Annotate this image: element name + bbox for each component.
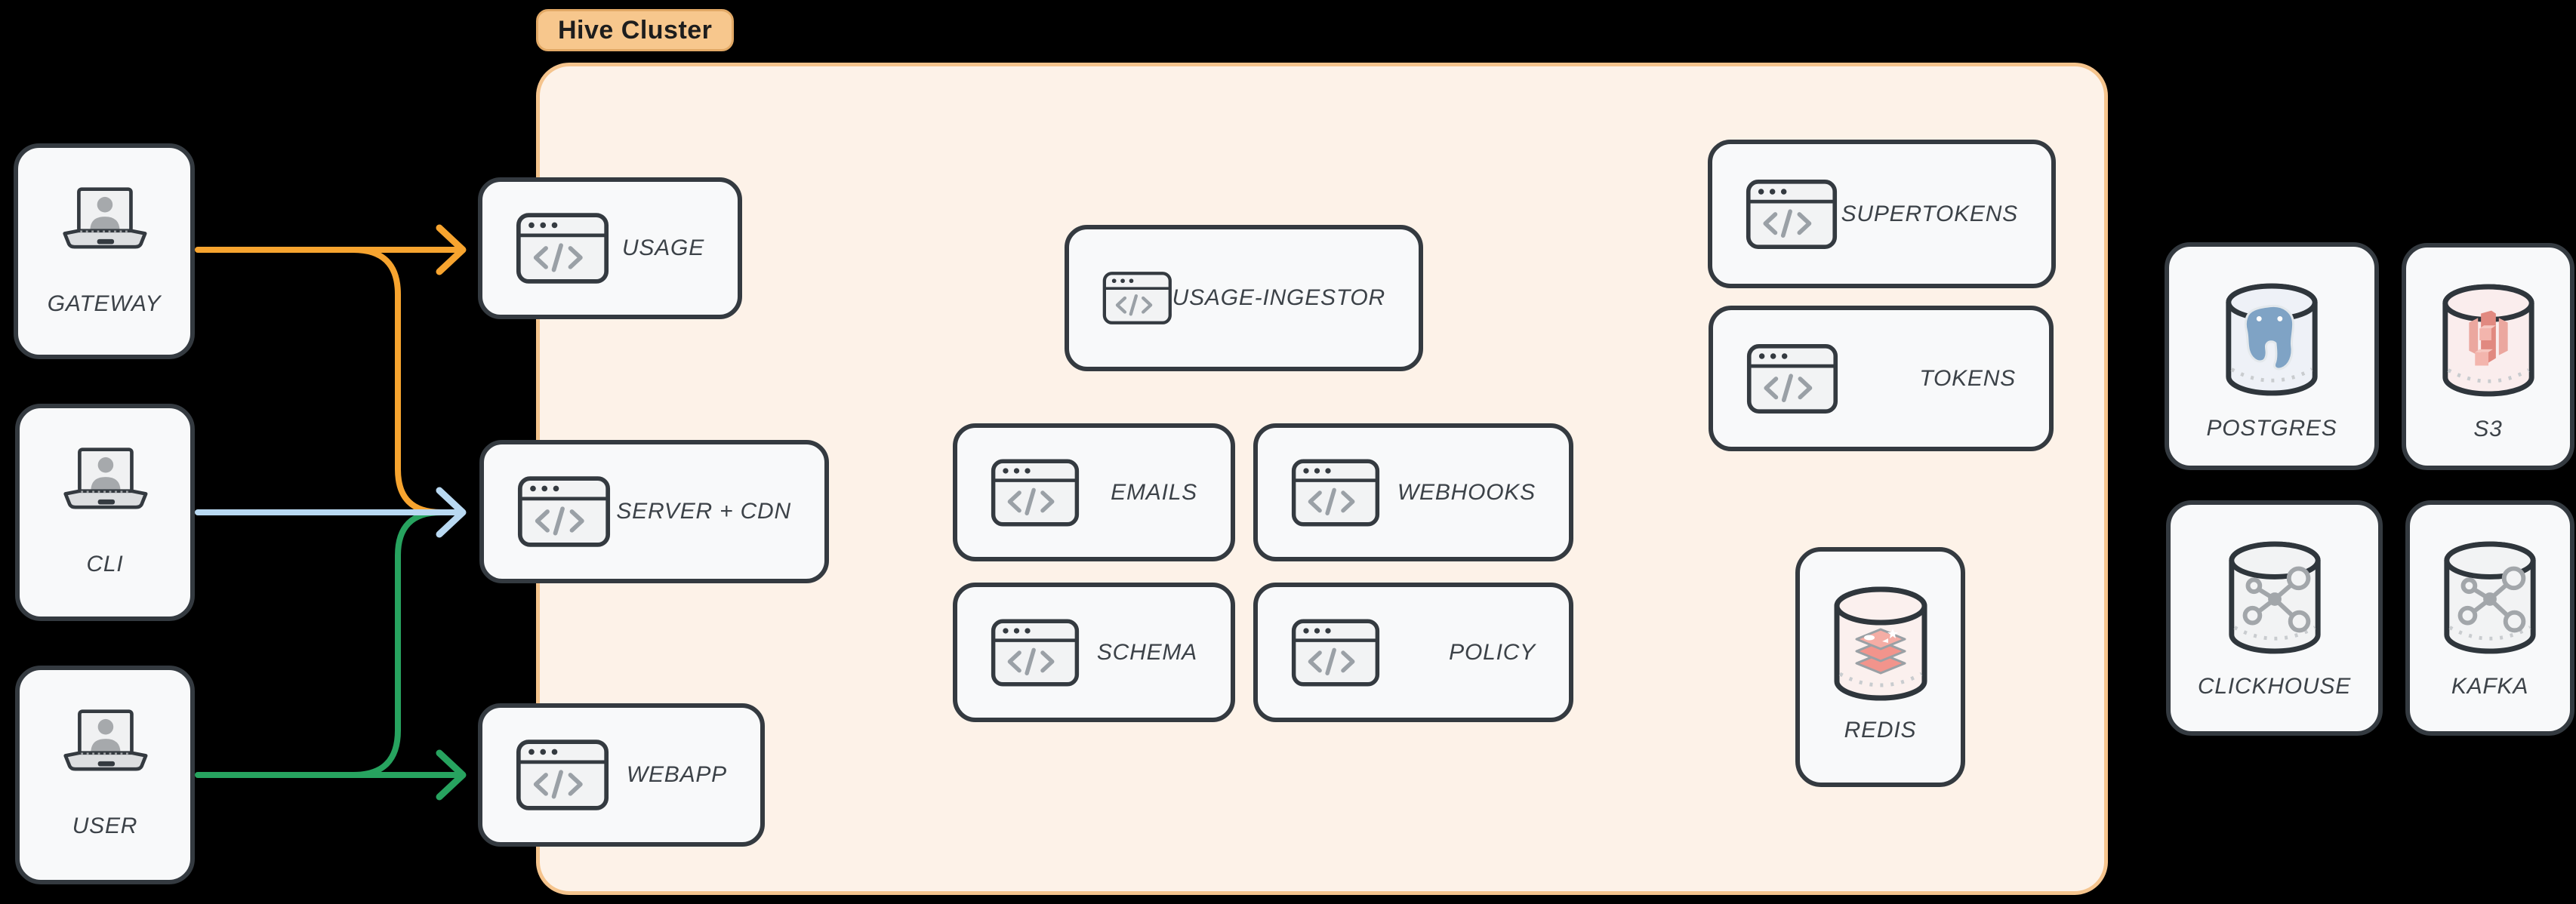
s3-database-icon	[2442, 284, 2534, 397]
code-window-icon	[1291, 459, 1380, 526]
edge-cli-arrowhead	[436, 487, 467, 538]
client-node-user: USER	[15, 666, 195, 884]
service-label: POLICY	[1449, 639, 1536, 665]
postgres-database-icon	[2226, 283, 2318, 396]
service-label: SUPERTOKENS	[1841, 201, 2018, 226]
service-label: SERVER + CDN	[616, 499, 791, 524]
hive-cluster-label: Hive Cluster	[558, 15, 713, 45]
client-label: USER	[72, 813, 138, 838]
clickhouse-database-icon	[2228, 541, 2321, 654]
code-window-icon	[1746, 343, 1838, 414]
service-node-emails: EMAILS	[953, 423, 1235, 561]
service-label: USAGE-INGESTOR	[1172, 285, 1385, 310]
service-label: WEBHOOKS	[1397, 479, 1536, 505]
code-window-icon	[991, 459, 1080, 526]
service-label: EMAILS	[1111, 479, 1197, 505]
service-node-usage-ingestor: USAGE-INGESTOR	[1065, 225, 1423, 371]
datastore-label: POSTGRES	[2206, 416, 2337, 441]
service-label: USAGE	[621, 235, 704, 260]
service-node-webapp: WEBAPP	[478, 703, 765, 847]
datastore-node-redis: REDIS	[1795, 547, 1965, 787]
laptop-user-icon	[63, 187, 147, 249]
client-label: GATEWAY	[47, 291, 162, 316]
edge-gateway-to-server-cdn	[350, 247, 456, 515]
edge-user-arrowhead	[436, 749, 467, 801]
service-label: SCHEMA	[1096, 639, 1197, 665]
edge-user-to-server-cdn	[350, 509, 456, 778]
service-node-webhooks: WEBHOOKS	[1253, 423, 1573, 561]
datastore-node-clickhouse: CLICKHOUSE	[2166, 500, 2383, 736]
service-node-schema: SCHEMA	[953, 583, 1235, 722]
datastore-label: KAFKA	[2451, 674, 2529, 699]
datastore-label: S3	[2473, 417, 2503, 441]
service-label: WEBAPP	[626, 762, 727, 787]
code-window-icon	[516, 739, 609, 810]
service-node-supertokens: SUPERTOKENS	[1708, 140, 2056, 288]
code-window-icon	[1102, 272, 1172, 324]
code-window-icon	[991, 619, 1080, 686]
hive-cluster-label-pill: Hive Cluster	[536, 9, 735, 51]
edge-gateway-arrowhead	[436, 224, 467, 275]
datastore-label: REDIS	[1844, 718, 1917, 743]
code-window-icon	[517, 476, 611, 547]
code-window-icon	[516, 213, 609, 284]
datastore-node-s3: S3	[2402, 243, 2574, 470]
laptop-user-icon	[63, 447, 148, 509]
code-window-icon	[1291, 619, 1380, 686]
service-label: TOKENS	[1919, 365, 2016, 391]
code-window-icon	[1746, 179, 1838, 249]
laptop-user-icon	[63, 709, 148, 771]
redis-database-icon	[1834, 586, 1927, 701]
service-node-usage: USAGE	[478, 177, 742, 319]
datastore-node-postgres: POSTGRES	[2165, 242, 2379, 470]
service-node-policy: POLICY	[1253, 583, 1573, 722]
service-node-tokens: TOKENS	[1709, 306, 2054, 451]
datastore-node-kafka: KAFKA	[2405, 500, 2574, 736]
client-label: CLI	[86, 552, 124, 577]
client-node-cli: CLI	[15, 404, 195, 621]
datastore-label: CLICKHOUSE	[2197, 674, 2352, 699]
client-node-gateway: GATEWAY	[14, 143, 195, 359]
kafka-database-icon	[2444, 541, 2536, 654]
service-node-server-cdn: SERVER + CDN	[479, 440, 829, 583]
